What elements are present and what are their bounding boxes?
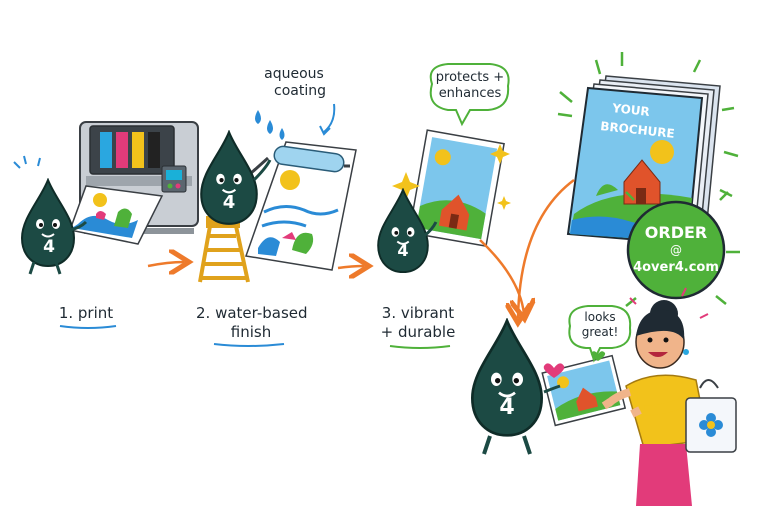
step-2-line1: 2. water-based	[196, 304, 308, 322]
looks-line1: looks	[584, 310, 616, 324]
mascot-1: 4	[13, 155, 88, 275]
step-2-line2: finish	[230, 323, 272, 341]
flower-icon	[699, 413, 723, 437]
step-1-label: 1. print	[44, 304, 128, 323]
mascot-2: 4	[200, 131, 272, 225]
arrow-brochure-to-customer	[518, 178, 575, 318]
step-1-line1: 1. print	[58, 304, 114, 322]
vibrant-print	[408, 129, 505, 247]
mascot-2-number: 4	[223, 192, 236, 213]
order-badge[interactable]	[625, 191, 740, 307]
small-heart-icon	[590, 351, 606, 361]
order-line2[interactable]: @	[670, 243, 682, 257]
aqueous-line1: aqueous	[264, 66, 324, 82]
ladder	[198, 216, 250, 283]
aqueous-coating-label: aqueous coating	[262, 66, 326, 100]
handoff-print	[541, 354, 627, 427]
looks-line2: great!	[581, 325, 619, 339]
step1-underline	[59, 325, 117, 329]
protects-line2: enhances	[438, 86, 502, 101]
excitement-marks	[629, 287, 709, 319]
mascot-4: 4	[470, 319, 561, 455]
ink-cartridge-cyan	[100, 132, 112, 168]
mascot-1-number: 4	[43, 237, 55, 257]
ink-cartridge-black	[148, 132, 160, 168]
arrow-step1-to-step2	[147, 262, 184, 266]
step-3-line1: 3. vibrant	[381, 304, 455, 322]
aqueous-line2: coating	[274, 83, 326, 99]
tote-bag	[685, 379, 737, 453]
protects-bubble	[429, 63, 510, 127]
brochure-title-line1: YOUR	[611, 101, 651, 119]
aqueous-pointer-arrow	[323, 103, 336, 133]
coating-roller	[249, 145, 350, 176]
looks-great-bubble	[568, 305, 632, 363]
sparkles	[392, 144, 511, 210]
printed-sheet	[68, 185, 164, 245]
coating-sheet	[244, 141, 357, 271]
arrow-step2-to-step3	[337, 266, 364, 268]
mascot-4-number: 4	[499, 395, 514, 420]
step2-underline	[213, 343, 285, 347]
step3-underline	[389, 345, 451, 349]
ink-cartridge-magenta	[116, 132, 128, 168]
step-3-label: 3. vibrant + durable	[370, 304, 466, 342]
green-rays	[557, 52, 739, 198]
step-3-line2: + durable	[380, 323, 456, 341]
looks-great-text: looks great!	[572, 310, 628, 340]
order-line1[interactable]: ORDER	[645, 223, 707, 242]
protects-enhances-text: protects + enhances	[434, 70, 506, 102]
heart-icon	[543, 363, 565, 378]
mascot-3: 4	[377, 188, 438, 274]
step-2-label: 2. water-based finish	[196, 304, 308, 342]
water-drops	[255, 110, 285, 140]
mascot-3-number: 4	[397, 241, 408, 260]
protects-line1: protects +	[435, 70, 505, 85]
ink-cartridge-yellow	[132, 132, 144, 168]
order-line3[interactable]: 4over4.com	[633, 260, 719, 275]
